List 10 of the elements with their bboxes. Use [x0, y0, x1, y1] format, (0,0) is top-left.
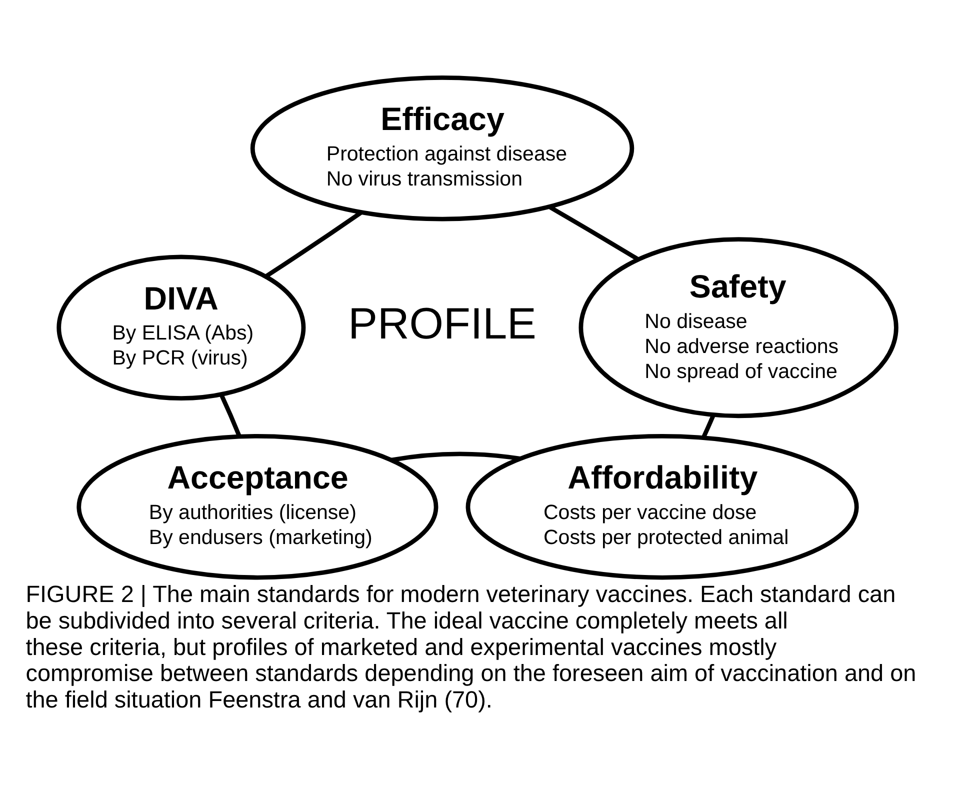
connector — [390, 451, 521, 462]
connector — [701, 414, 716, 438]
node-ellipse: DIVA By ELISA (Abs) By PCR (virus) — [56, 254, 306, 400]
node-ellipse: Acceptance By authorities (license) By endusers (marketing) — [76, 434, 438, 580]
label: PROFILE — [348, 299, 536, 348]
node-ellipse: Affordability Costs per vaccine dose Costs per protected animal — [466, 434, 859, 580]
connector — [219, 393, 242, 436]
caption: FIGURE 2 | The main standards for modern veterinary vaccines. Each standard can be subdivided into several criteria. The ideal vaccine completely meets all these criteria, but profiles of marketed and experimental vaccines mostly compromise between standards depending on the foreseen aim of vaccination and on the field situation Feenstra and van Rijn (70). — [26, 580, 916, 712]
node-ellipse: Efficacy Protection against disease No virus transmission — [250, 75, 634, 221]
node-ellipse: Safety No disease No adverse reactions No spread of vaccine — [578, 236, 898, 418]
